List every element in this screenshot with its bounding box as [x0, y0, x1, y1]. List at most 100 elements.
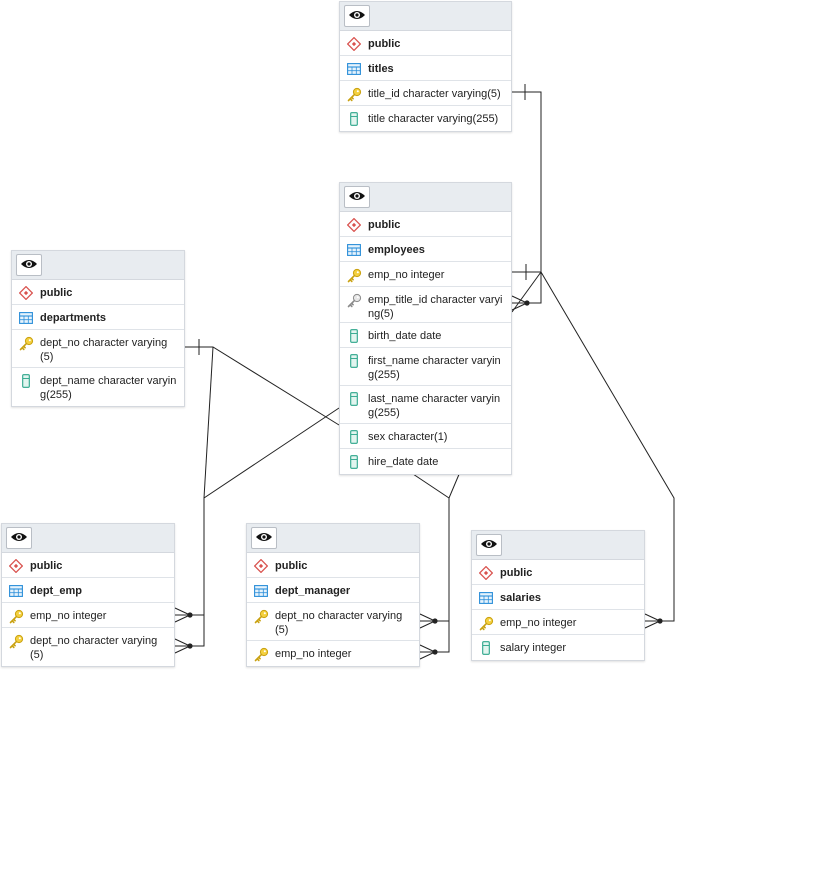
table-icon	[346, 243, 362, 257]
schema-row-label: public	[500, 567, 533, 579]
schema-row[interactable]: public	[340, 212, 511, 237]
column-row[interactable]: first_name character varying(255)	[340, 348, 511, 386]
schema-icon	[478, 566, 494, 580]
crows-foot	[644, 620, 661, 629]
schema-row-label: public	[368, 38, 401, 50]
column-row[interactable]: salary integer	[472, 635, 644, 660]
crows-foot	[511, 302, 528, 311]
table-salaries[interactable]: public salaries emp_no integer salary integ…	[471, 530, 645, 661]
table-header	[340, 183, 511, 212]
relationship-line	[435, 471, 461, 653]
foreign-key-icon	[346, 293, 362, 307]
schema-icon	[346, 218, 362, 232]
table-employees[interactable]: public employees emp_no integer emp_title_i…	[339, 182, 512, 475]
crows-foot	[419, 644, 436, 653]
column-row-label: dept_no character varying(5)	[275, 610, 403, 636]
crows-foot	[174, 638, 191, 647]
table-header	[472, 531, 644, 560]
column-row[interactable]: sex character(1)	[340, 424, 511, 449]
schema-row[interactable]: public	[12, 280, 184, 305]
column-row-label: dept_name character varying(255)	[40, 375, 177, 401]
eye-icon	[480, 538, 498, 553]
show-details-button[interactable]	[476, 534, 502, 556]
column-row-label: emp_no integer	[275, 648, 352, 660]
schema-row[interactable]: public	[2, 553, 174, 578]
relationship-line	[435, 498, 450, 622]
table-name-row[interactable]: salaries	[472, 585, 644, 610]
column-icon	[478, 641, 494, 655]
column-row[interactable]: dept_no character varying(5)	[2, 628, 174, 666]
table-name-row-label: departments	[40, 312, 107, 324]
column-row[interactable]: hire_date date	[340, 449, 511, 474]
table-name-row[interactable]: dept_emp	[2, 578, 174, 603]
column-row-label: dept_no character varying(5)	[40, 337, 168, 363]
table-name-row-label: dept_emp	[30, 585, 82, 597]
table-name-row[interactable]: departments	[12, 305, 184, 330]
eye-icon	[348, 190, 366, 205]
table-name-row[interactable]: titles	[340, 56, 511, 81]
column-row-label: sex character(1)	[368, 431, 448, 443]
column-row[interactable]: title character varying(255)	[340, 106, 511, 131]
table-name-row[interactable]: dept_manager	[247, 578, 419, 603]
schema-icon	[346, 37, 362, 51]
show-details-button[interactable]	[16, 254, 42, 276]
primary-key-icon	[18, 336, 34, 350]
crows-foot	[419, 613, 436, 622]
column-icon	[346, 430, 362, 444]
schema-row[interactable]: public	[247, 553, 419, 578]
eye-icon	[20, 258, 38, 273]
table-name-row[interactable]: employees	[340, 237, 511, 262]
column-row-label: emp_no integer	[368, 269, 445, 281]
table-icon	[346, 62, 362, 76]
column-icon	[346, 392, 362, 406]
table-dept-manager[interactable]: public dept_manager dept_no character vary…	[246, 523, 420, 667]
column-row[interactable]: emp_no integer	[247, 641, 419, 666]
table-name-row-label: salaries	[500, 592, 541, 604]
show-details-button[interactable]	[6, 527, 32, 549]
table-icon	[478, 591, 494, 605]
eye-icon	[348, 9, 366, 24]
column-row[interactable]: dept_no character varying(5)	[247, 603, 419, 641]
relationship-line	[185, 346, 340, 426]
column-icon	[18, 374, 34, 388]
crows-foot	[644, 613, 661, 622]
column-row-label: last_name character varying(255)	[368, 393, 501, 419]
column-row-label: birth_date date	[368, 330, 442, 342]
many-end-dot	[432, 649, 438, 655]
table-icon	[18, 311, 34, 325]
column-row-label: emp_no integer	[30, 610, 107, 622]
relationship-line	[190, 498, 205, 647]
schema-row[interactable]: public	[472, 560, 644, 585]
column-row[interactable]: last_name character varying(255)	[340, 386, 511, 424]
column-row[interactable]: dept_name character varying(255)	[12, 368, 184, 406]
column-row-label: hire_date date	[368, 456, 439, 468]
primary-key-icon	[478, 616, 494, 630]
schema-row[interactable]: public	[340, 31, 511, 56]
table-name-row-label: employees	[368, 244, 425, 256]
column-row-label: emp_title_id character varying(5)	[368, 294, 503, 320]
table-dept-emp[interactable]: public dept_emp emp_no integer dept_no char…	[1, 523, 175, 667]
column-row-label: salary integer	[500, 642, 567, 654]
show-details-button[interactable]	[344, 5, 370, 27]
column-row[interactable]: emp_title_id character varying(5)	[340, 287, 511, 323]
schema-row-label: public	[275, 560, 308, 572]
schema-row-label: public	[368, 219, 401, 231]
column-row-label: title character varying(255)	[368, 113, 499, 125]
column-row[interactable]: emp_no integer	[2, 603, 174, 628]
column-row[interactable]: birth_date date	[340, 323, 511, 348]
crows-foot	[419, 620, 436, 629]
eye-icon	[10, 531, 28, 546]
column-row[interactable]: emp_no integer	[340, 262, 511, 287]
column-icon	[346, 112, 362, 126]
column-row-label: dept_no character varying(5)	[30, 635, 158, 661]
relationship-line	[511, 271, 542, 313]
column-row[interactable]: emp_no integer	[472, 610, 644, 635]
show-details-button[interactable]	[344, 186, 370, 208]
column-row[interactable]: title_id character varying(5)	[340, 81, 511, 106]
schema-icon	[18, 286, 34, 300]
column-row[interactable]: dept_no character varying(5)	[12, 330, 184, 368]
show-details-button[interactable]	[251, 527, 277, 549]
table-header	[340, 2, 511, 31]
table-departments[interactable]: public departments dept_no character varyi…	[11, 250, 185, 407]
